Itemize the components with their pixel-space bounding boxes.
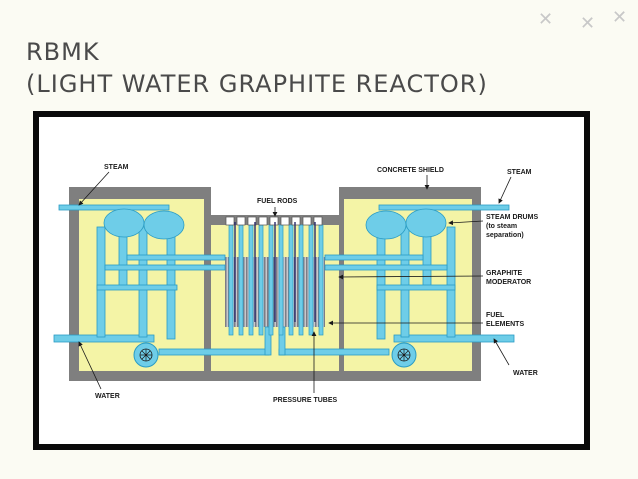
label-graphite-2: MODERATOR	[486, 279, 531, 286]
label-steam-drums-2: (to steam	[486, 223, 517, 230]
decor-mark: ✕	[580, 13, 596, 33]
fuel-rods	[234, 222, 316, 322]
slide-title: RBMK (LIGHT WATER GRAPHITE REACTOR)	[26, 36, 626, 100]
pressure-tubes	[228, 224, 324, 336]
title-line-1: RBMK	[26, 38, 100, 66]
label-fuel-elements-2: ELEMENTS	[486, 321, 524, 328]
label-fuel-elements: FUEL	[486, 312, 505, 319]
water-pipes	[53, 204, 515, 356]
diagram-panel: STEAM CONCRETE SHIELD STEAM FUEL RODS ST…	[39, 117, 584, 444]
title-line-2: (LIGHT WATER GRAPHITE REACTOR)	[26, 70, 488, 98]
label-steam-drums-3: separation)	[486, 232, 524, 239]
label-graphite: GRAPHITE	[486, 270, 523, 277]
steam-drums	[103, 208, 447, 240]
label-water-right: WATER	[513, 370, 538, 377]
decor-mark: ✕	[538, 9, 554, 29]
label-steam-right: STEAM	[507, 169, 532, 176]
leader-lines	[78, 171, 512, 393]
label-steam-left: STEAM	[104, 164, 129, 171]
label-water-left: WATER	[95, 393, 120, 400]
label-pressure-tubes: PRESSURE TUBES	[273, 397, 338, 404]
fuel-rod-caps	[225, 216, 323, 226]
label-fuel-rods: FUEL RODS	[257, 198, 298, 205]
pumps	[133, 342, 417, 368]
rbmk-diagram: STEAM CONCRETE SHIELD STEAM FUEL RODS ST…	[53, 164, 538, 404]
label-steam-drums: STEAM DRUMS	[486, 214, 538, 221]
decor-mark: ✕	[612, 7, 628, 27]
label-concrete-shield: CONCRETE SHIELD	[377, 167, 444, 174]
